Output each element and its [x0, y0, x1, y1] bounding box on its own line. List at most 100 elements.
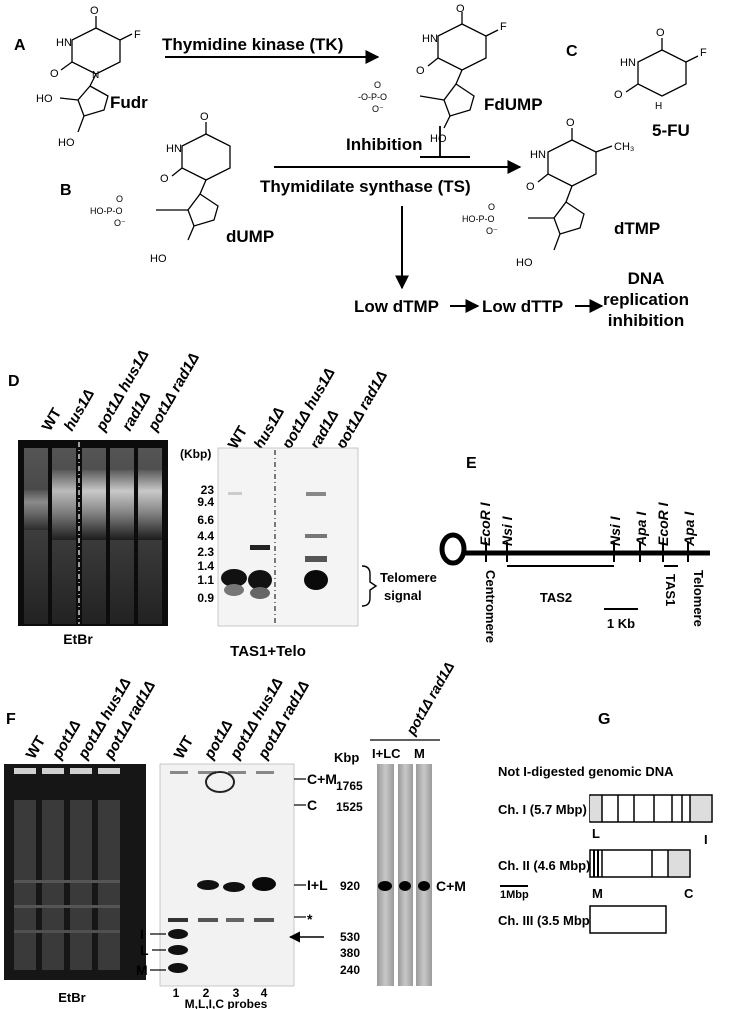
- tk-label: Thymidine kinase (TK): [162, 35, 343, 54]
- f-inset-title: pot1Δ rad1Δ: [402, 659, 457, 738]
- fu-hn: HN: [620, 57, 636, 69]
- low-dttp-label: Low dTTP: [482, 297, 563, 316]
- g-ch2-bar: [589, 849, 691, 878]
- f-gel-lane-1: WT: [23, 733, 49, 762]
- e-centromere: Centromere: [483, 570, 498, 643]
- fu-structure: [625, 38, 699, 97]
- f-inset-strips: [377, 764, 432, 986]
- d-telomere-line1: Telomere: [380, 570, 437, 585]
- d-marker: 23: [201, 483, 215, 497]
- low-dtmp-label: Low dTMP: [354, 297, 439, 316]
- f-band-il: I+L: [307, 877, 328, 893]
- f-band-i: I: [140, 926, 144, 942]
- e-site-5: EcoR I: [655, 501, 671, 546]
- f-kbp: 240: [340, 963, 360, 977]
- d-gel-lane-5: pot1Δ rad1Δ: [144, 350, 203, 435]
- f-kbp-header: Kbp: [334, 750, 359, 765]
- f-band-right-labels: C+M C I+L *: [307, 771, 337, 927]
- e-tas2: TAS2: [540, 590, 572, 605]
- f-band-c: C: [307, 797, 317, 813]
- f-band-star: *: [307, 911, 313, 927]
- f-probes-label: M,L,I,C probes: [185, 997, 268, 1009]
- panel-d: D WT hus1Δ pot1Δ hus1Δ rad1Δ pot1Δ rad1Δ…: [8, 347, 437, 660]
- dtmp-label: dTMP: [614, 219, 660, 238]
- fdump-o-top: O: [456, 3, 465, 15]
- d-gel-label: EtBr: [63, 631, 93, 647]
- e-tas1: TAS1: [663, 574, 678, 606]
- dump-ho: HO: [150, 253, 167, 265]
- g-ch2-left: M: [592, 886, 603, 901]
- panel-letter-b: B: [60, 182, 72, 199]
- dna-rep-line2: replication: [603, 290, 689, 309]
- d-marker: 9.4: [197, 495, 214, 509]
- e-scale: 1 Kb: [607, 616, 635, 631]
- d-telomere-line2: signal: [384, 588, 422, 603]
- dtmp-phos-o-top: O: [488, 202, 495, 212]
- fudr-ho-bottom: HO: [58, 137, 75, 149]
- f-band-m: M: [136, 962, 148, 978]
- e-site-3: Nsi I: [607, 515, 623, 546]
- f-inset-lane-1: I+LC: [372, 746, 401, 761]
- d-gel-lane-2: hus1Δ: [61, 386, 98, 434]
- dtmp-phos-o-bottom: O⁻: [486, 226, 498, 236]
- fu-o-top: O: [656, 27, 665, 39]
- dump-phosphate: HO-P-O: [90, 206, 123, 216]
- panel-e: E EcoR I Nsi I Nsi I Apa I EcoR I Apa I …: [439, 455, 710, 643]
- d-marker: 1.1: [197, 573, 214, 587]
- f-kbp: 1765: [336, 779, 363, 793]
- fdump-label: FdUMP: [484, 95, 543, 114]
- d-etbr-gel: [18, 440, 168, 626]
- dump-o-top: O: [200, 111, 209, 123]
- dna-rep-line1: DNA: [628, 269, 665, 288]
- dump-o-left: O: [160, 173, 169, 185]
- e-site-6: Apa I: [681, 511, 697, 547]
- panel-letter-a: A: [14, 37, 26, 54]
- fudr-o-left: O: [50, 68, 59, 80]
- fdump-hn: HN: [422, 33, 438, 45]
- f-band-cm: C+M: [307, 771, 337, 787]
- dump-structure: [156, 122, 231, 241]
- e-site-4: Apa I: [633, 511, 649, 547]
- fudr-f: F: [134, 29, 141, 41]
- f-band-left-labels: I L M: [136, 926, 149, 978]
- panel-letter-f: F: [6, 711, 16, 728]
- fdump-ho: HO: [430, 133, 447, 145]
- dtmp-ch3: CH₃: [614, 141, 634, 153]
- fudr-structure: [59, 16, 133, 133]
- d-gel-lane-1: WT: [39, 405, 65, 434]
- g-ch1-bar: [589, 794, 713, 823]
- g-ch3-bar: [589, 905, 667, 934]
- g-ch2-label: Ch. II (4.6 Mbp): [498, 858, 590, 873]
- g-ch1-right: I: [704, 832, 708, 847]
- dtmp-phosphate: HO-P-O: [462, 214, 495, 224]
- fdump-phosphate: -O-P-O: [358, 92, 387, 102]
- f-inset-lane-2: M: [414, 746, 425, 761]
- fudr-o-top: O: [90, 5, 99, 17]
- dtmp-o-top: O: [566, 117, 575, 129]
- d-marker: 2.3: [197, 545, 214, 559]
- panel-f: F WT pot1Δ pot1Δ hus1Δ pot1Δ rad1Δ EtBr …: [4, 659, 466, 1009]
- inhibition-label: Inhibition: [346, 135, 422, 154]
- panel-g: G Not I-digested genomic DNA Ch. I (5.7 …: [498, 711, 713, 934]
- f-kbp: 530: [340, 930, 360, 944]
- g-ch1-label: Ch. I (5.7 Mbp): [498, 802, 587, 817]
- fudr-hn: HN: [56, 37, 72, 49]
- dtmp-hn: HN: [530, 149, 546, 161]
- d-marker-labels: 23 9.4 6.6 4.4 2.3 1.4 1.1 0.9: [197, 483, 214, 605]
- f-inset-band: C+M: [436, 878, 466, 894]
- fdump-phos-o-bottom: O⁻: [372, 104, 384, 114]
- e-site-2: Nsi I: [499, 515, 515, 546]
- e-site-1: EcoR I: [477, 501, 493, 546]
- g-ch3-label: Ch. III (3.5 Mbp): [498, 913, 594, 928]
- panel-letter-d: D: [8, 373, 20, 390]
- f-pfge-blot: [159, 763, 295, 987]
- d-telomere-bracket: [361, 565, 378, 607]
- fdump-o-left: O: [416, 65, 425, 77]
- fudr-label: Fudr: [110, 93, 148, 112]
- d-marker: 1.4: [197, 559, 214, 573]
- dtmp-structure: [528, 128, 613, 251]
- d-southern-blot: [217, 447, 359, 627]
- f-kbp: 380: [340, 946, 360, 960]
- g-ch2-right: C: [684, 886, 694, 901]
